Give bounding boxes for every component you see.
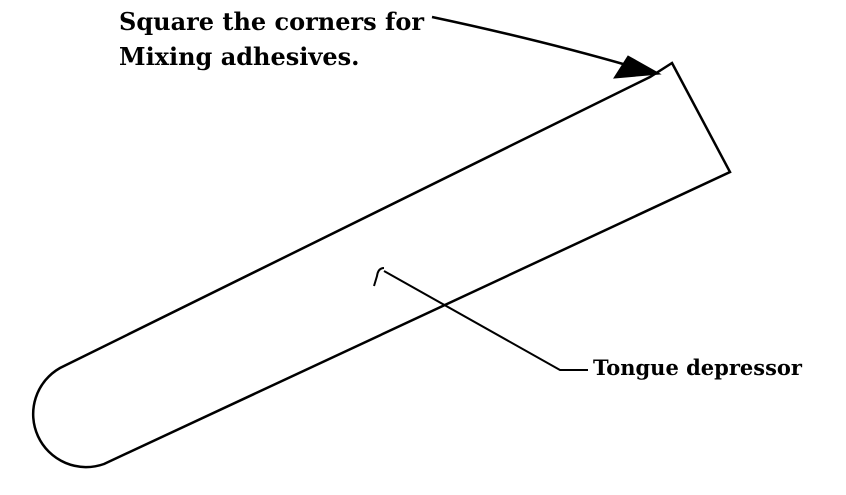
pointer-hook-mark: [373, 267, 385, 287]
tongue-depressor-label: Tongue depressor: [593, 355, 802, 380]
tongue-depressor-outline: [31, 61, 732, 469]
tongue-depressor-leader-line: [383, 270, 588, 371]
corner-note-line-1: Square the corners for: [119, 7, 425, 36]
corner-pointer-line: [431, 15, 631, 68]
corner-arrowhead: [613, 55, 662, 79]
corner-note-line-2: Mixing adhesives.: [119, 42, 360, 71]
